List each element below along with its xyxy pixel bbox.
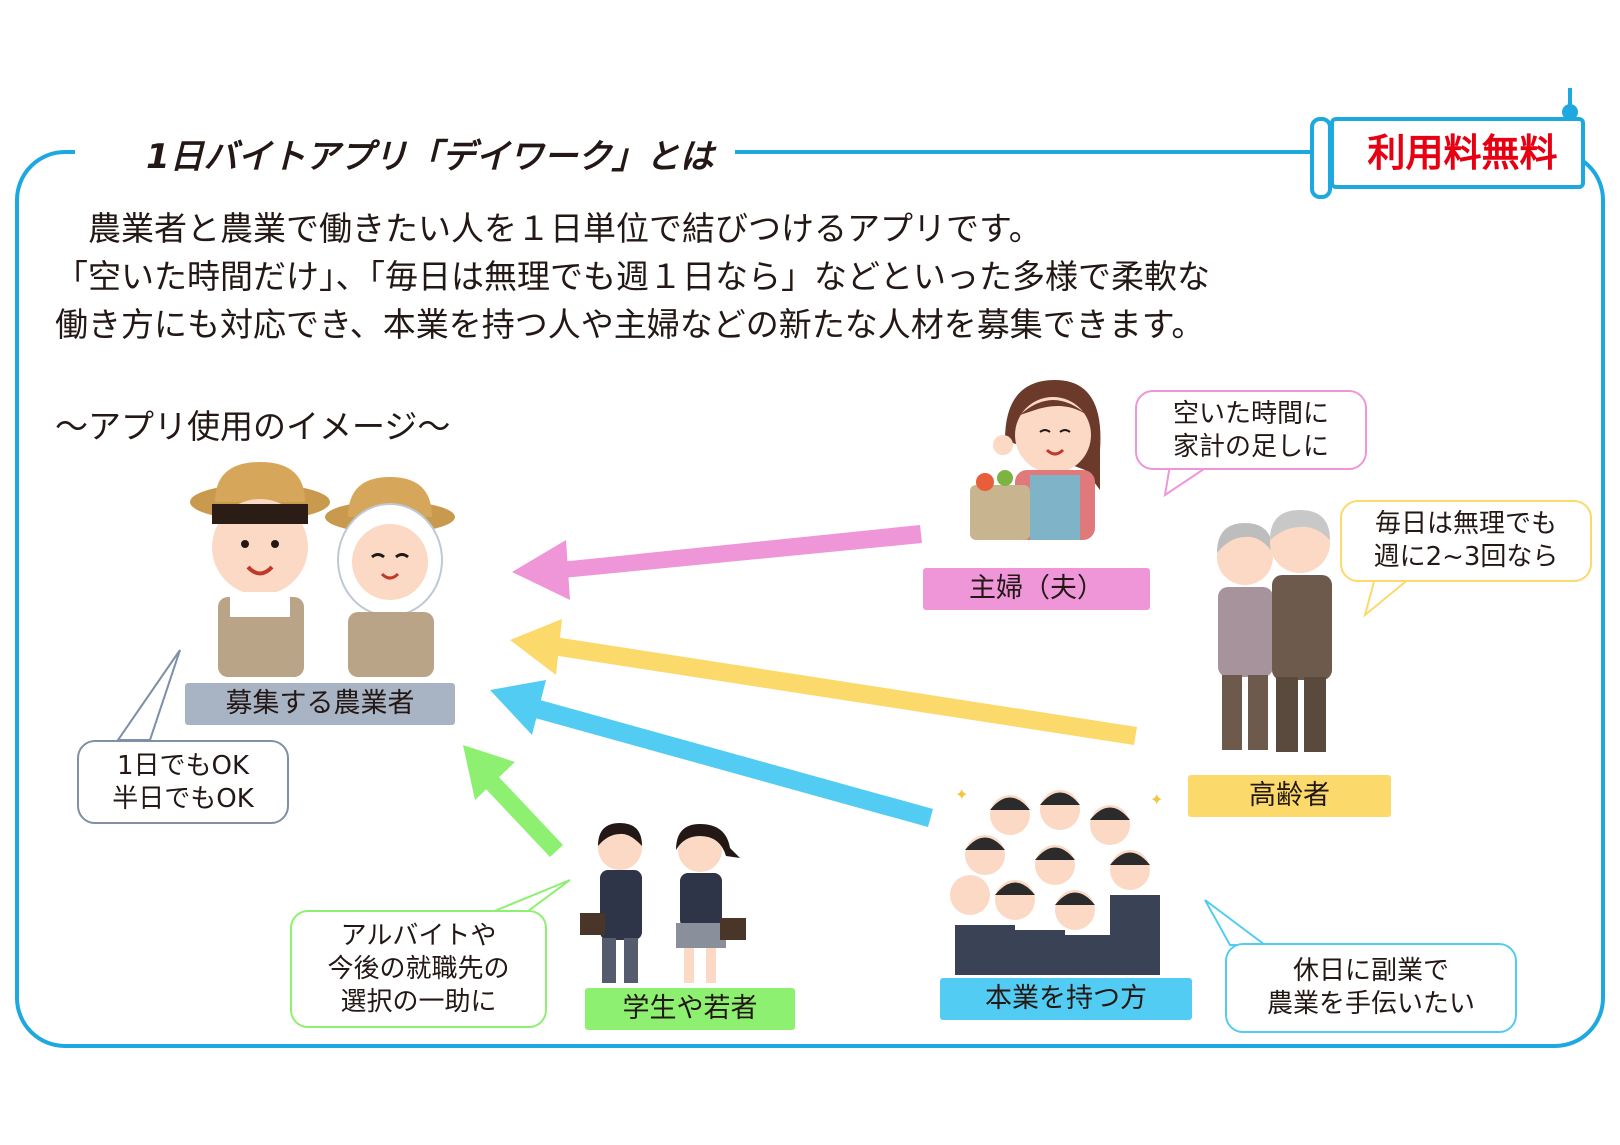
svg-text:✦: ✦ <box>1150 790 1163 809</box>
label-housewife: 主婦（夫） <box>923 568 1150 610</box>
bubble-farmers-line-1: 1日でもOK <box>116 751 250 781</box>
arrow-housewife <box>512 525 922 600</box>
intro-line-2: 「空いた時間だけ」、「毎日は無理でも週１日なら」などといった多様で柔軟な <box>55 257 1210 296</box>
farmers-illustration <box>190 462 455 677</box>
bubble-students-line-2: 今後の就職先の <box>327 954 510 984</box>
free-badge-text: 利用料無料 <box>1367 131 1558 175</box>
bubble-workers: 休日に副業で 農業を手伝いたい <box>1225 943 1517 1033</box>
bubble-workers-line-1: 休日に副業で <box>1292 956 1449 986</box>
label-elderly: 高齢者 <box>1188 775 1391 817</box>
label-students: 学生や若者 <box>585 988 795 1030</box>
svg-text:✦: ✦ <box>955 785 968 804</box>
usage-image-heading: ～アプリ使用のイメージ～ <box>55 407 451 446</box>
badge-pin <box>1568 88 1572 114</box>
badge-scroll-curl <box>1310 117 1332 199</box>
bubble-students-line-3: 選択の一助に <box>340 987 497 1017</box>
bubble-tail-workers <box>1204 899 1268 946</box>
workers-illustration: ✦ ✦ <box>950 785 1163 975</box>
bubble-housewife-line-2: 家計の足しに <box>1172 432 1329 462</box>
bubble-housewife: 空いた時間に 家計の足しに <box>1135 390 1367 470</box>
bubble-farmers: 1日でもOK 半日でもOK <box>77 740 289 824</box>
intro-line-1: 農業者と農業で働きたい人を１日単位で結びつけるアプリです。 <box>55 209 1042 248</box>
arrow-workers <box>490 680 933 827</box>
housewife-illustration <box>970 380 1101 540</box>
bubble-housewife-line-1: 空いた時間に <box>1172 399 1329 429</box>
elderly-illustration <box>1217 510 1332 752</box>
students-illustration <box>580 823 746 983</box>
bubble-workers-line-2: 農業を手伝いたい <box>1266 989 1475 1019</box>
bubble-students-line-1: アルバイトや <box>340 921 497 951</box>
free-badge <box>1330 117 1585 189</box>
bubble-students: アルバイトや 今後の就職先の 選択の一助に <box>290 910 547 1028</box>
bubble-elderly-line-2: 週に2~3回なら <box>1373 542 1559 572</box>
header-rule <box>735 150 1315 154</box>
bubble-tail-farmers <box>116 649 181 741</box>
arrow-elderly <box>510 619 1137 745</box>
page-title: 1日バイトアプリ「デイワーク」とは <box>128 132 732 182</box>
bubble-farmers-line-2: 半日でもOK <box>112 784 254 814</box>
bubble-elderly-line-1: 毎日は無理でも <box>1374 509 1557 539</box>
bubble-elderly: 毎日は無理でも 週に2~3回なら <box>1340 500 1592 582</box>
bubble-tail-elderly <box>1363 577 1413 618</box>
arrow-students <box>463 745 563 857</box>
badge-pin-head <box>1562 104 1578 120</box>
intro-line-3: 働き方にも対応でき、本業を持つ人や主婦などの新たな人材を募集できます。 <box>55 305 1205 344</box>
label-farmers: 募集する農業者 <box>185 683 455 725</box>
label-workers: 本業を持つ方 <box>940 978 1192 1020</box>
